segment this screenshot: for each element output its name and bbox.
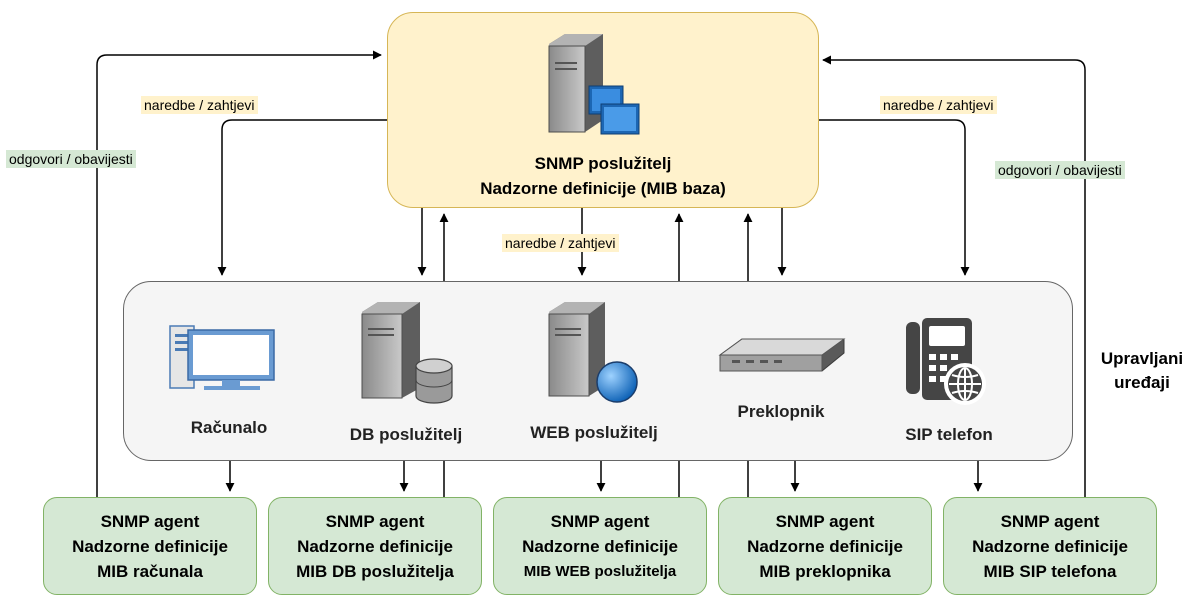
managed-devices-label: Upravljani uređaji <box>1083 347 1201 395</box>
sip-phone-icon <box>906 318 986 405</box>
server-title: SNMP poslužitelj Nadzorne definicije (MI… <box>387 151 819 201</box>
agent-title: SNMP agent <box>1000 511 1100 531</box>
edge-label-responses-left: odgovori / obavijesti <box>6 150 136 168</box>
snmp-agent-web-server: SNMP agent Nadzorne definicije MIB WEB p… <box>493 497 707 595</box>
agent-subtitle: Nadzorne definicije <box>747 536 903 556</box>
agent-subtitle: Nadzorne definicije <box>72 536 228 556</box>
snmp-agent-db-server: SNMP agent Nadzorne definicije MIB DB po… <box>268 497 482 595</box>
device-label-web-server: WEB poslužitelj <box>530 423 658 442</box>
snmp-agent-racunalo: SNMP agent Nadzorne definicije MIB račun… <box>43 497 257 595</box>
agent-subtitle: Nadzorne definicije <box>522 536 678 556</box>
agent-mib: MIB preklopnika <box>759 561 891 581</box>
server-title-line2: Nadzorne definicije (MIB baza) <box>480 179 726 198</box>
edge-label-commands-right: naredbe / zahtjevi <box>880 96 997 114</box>
edge-label-commands-left: naredbe / zahtjevi <box>141 96 258 114</box>
snmp-agent-switch: SNMP agent Nadzorne definicije MIB prekl… <box>718 497 932 595</box>
edge-server-to-sip <box>819 119 970 276</box>
agent-mib: MIB računala <box>97 561 203 581</box>
agent-subtitle: Nadzorne definicije <box>297 536 453 556</box>
device-label-switch: Preklopnik <box>737 402 825 421</box>
agent-mib: MIB DB poslužitelja <box>296 561 454 581</box>
edge-server-to-racunalo <box>217 119 387 276</box>
edge-label-commands-center: naredbe / zahtjevi <box>502 234 619 252</box>
device-label-racunalo: Računalo <box>190 418 268 437</box>
device-label-sip-phone: SIP telefon <box>905 425 993 444</box>
agent-mib: MIB SIP telefona <box>983 561 1117 581</box>
edge-label-responses-right: odgovori / obavijesti <box>995 161 1125 179</box>
server-with-monitor-icon <box>548 34 640 135</box>
edge-agent5-to-server <box>822 55 1086 497</box>
switch-icon <box>718 338 846 372</box>
snmp-agent-sip-phone: SNMP agent Nadzorne definicije MIB SIP t… <box>943 497 1157 595</box>
agent-title: SNMP agent <box>775 511 875 531</box>
server-title-line1: SNMP poslužitelj <box>534 154 672 173</box>
agent-title: SNMP agent <box>100 511 200 531</box>
agent-mib: MIB WEB poslužitelja <box>523 562 677 580</box>
managed-devices-label-line1: Upravljani <box>1100 349 1184 368</box>
web-server-icon <box>548 302 638 403</box>
agent-subtitle: Nadzorne definicije <box>972 536 1128 556</box>
device-label-db-server: DB poslužitelj <box>349 425 463 444</box>
agent-title: SNMP agent <box>550 511 650 531</box>
computer-icon <box>169 325 275 390</box>
managed-devices-label-line2: uređaji <box>1114 373 1170 392</box>
db-server-icon <box>361 302 453 404</box>
agent-title: SNMP agent <box>325 511 425 531</box>
edge-agent1-to-server <box>96 50 382 497</box>
